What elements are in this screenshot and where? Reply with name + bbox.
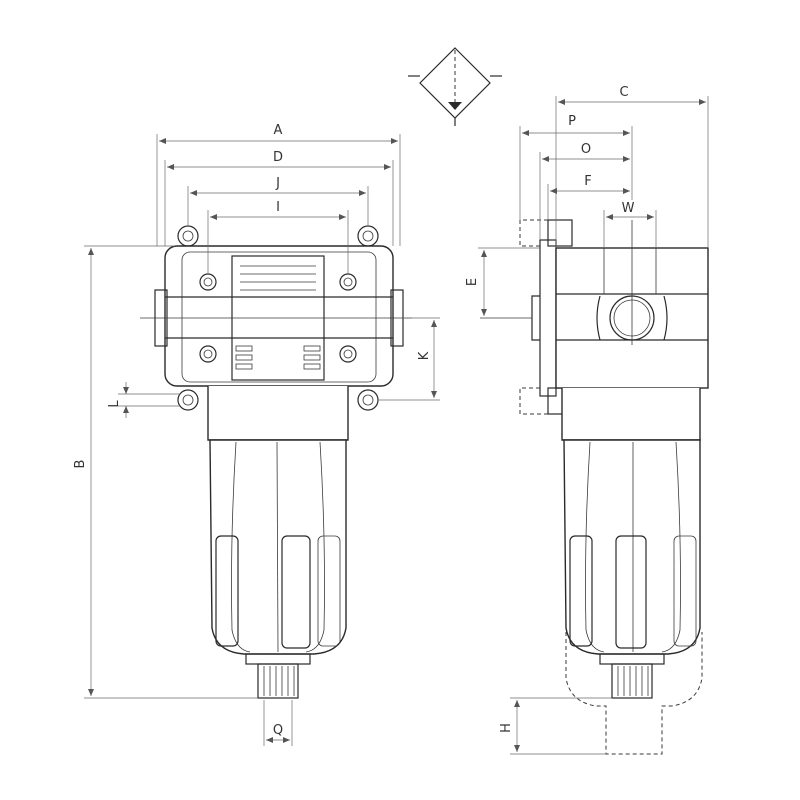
front-view [140, 225, 412, 699]
dim-label-k: K [417, 351, 432, 360]
dim-label-f: F [584, 174, 591, 189]
dim-label-e: E [465, 278, 480, 286]
dim-label-l: L [107, 400, 122, 408]
dim-label-p: P [568, 114, 576, 129]
front-dimensions [84, 134, 440, 746]
dim-label-o: O [581, 142, 591, 157]
dim-label-c: C [619, 85, 628, 100]
dim-label-d: D [273, 150, 283, 165]
side-dimensions [478, 96, 709, 755]
filter-symbol-icon [408, 47, 502, 126]
dim-label-h: H [499, 723, 514, 733]
dim-label-i: I [276, 200, 280, 215]
dim-label-a: A [274, 123, 283, 138]
dim-label-q: Q [273, 723, 283, 738]
dim-label-w: W [622, 201, 635, 216]
dim-label-j: J [275, 176, 280, 191]
side-view [480, 219, 709, 755]
dim-label-b: B [73, 460, 88, 469]
